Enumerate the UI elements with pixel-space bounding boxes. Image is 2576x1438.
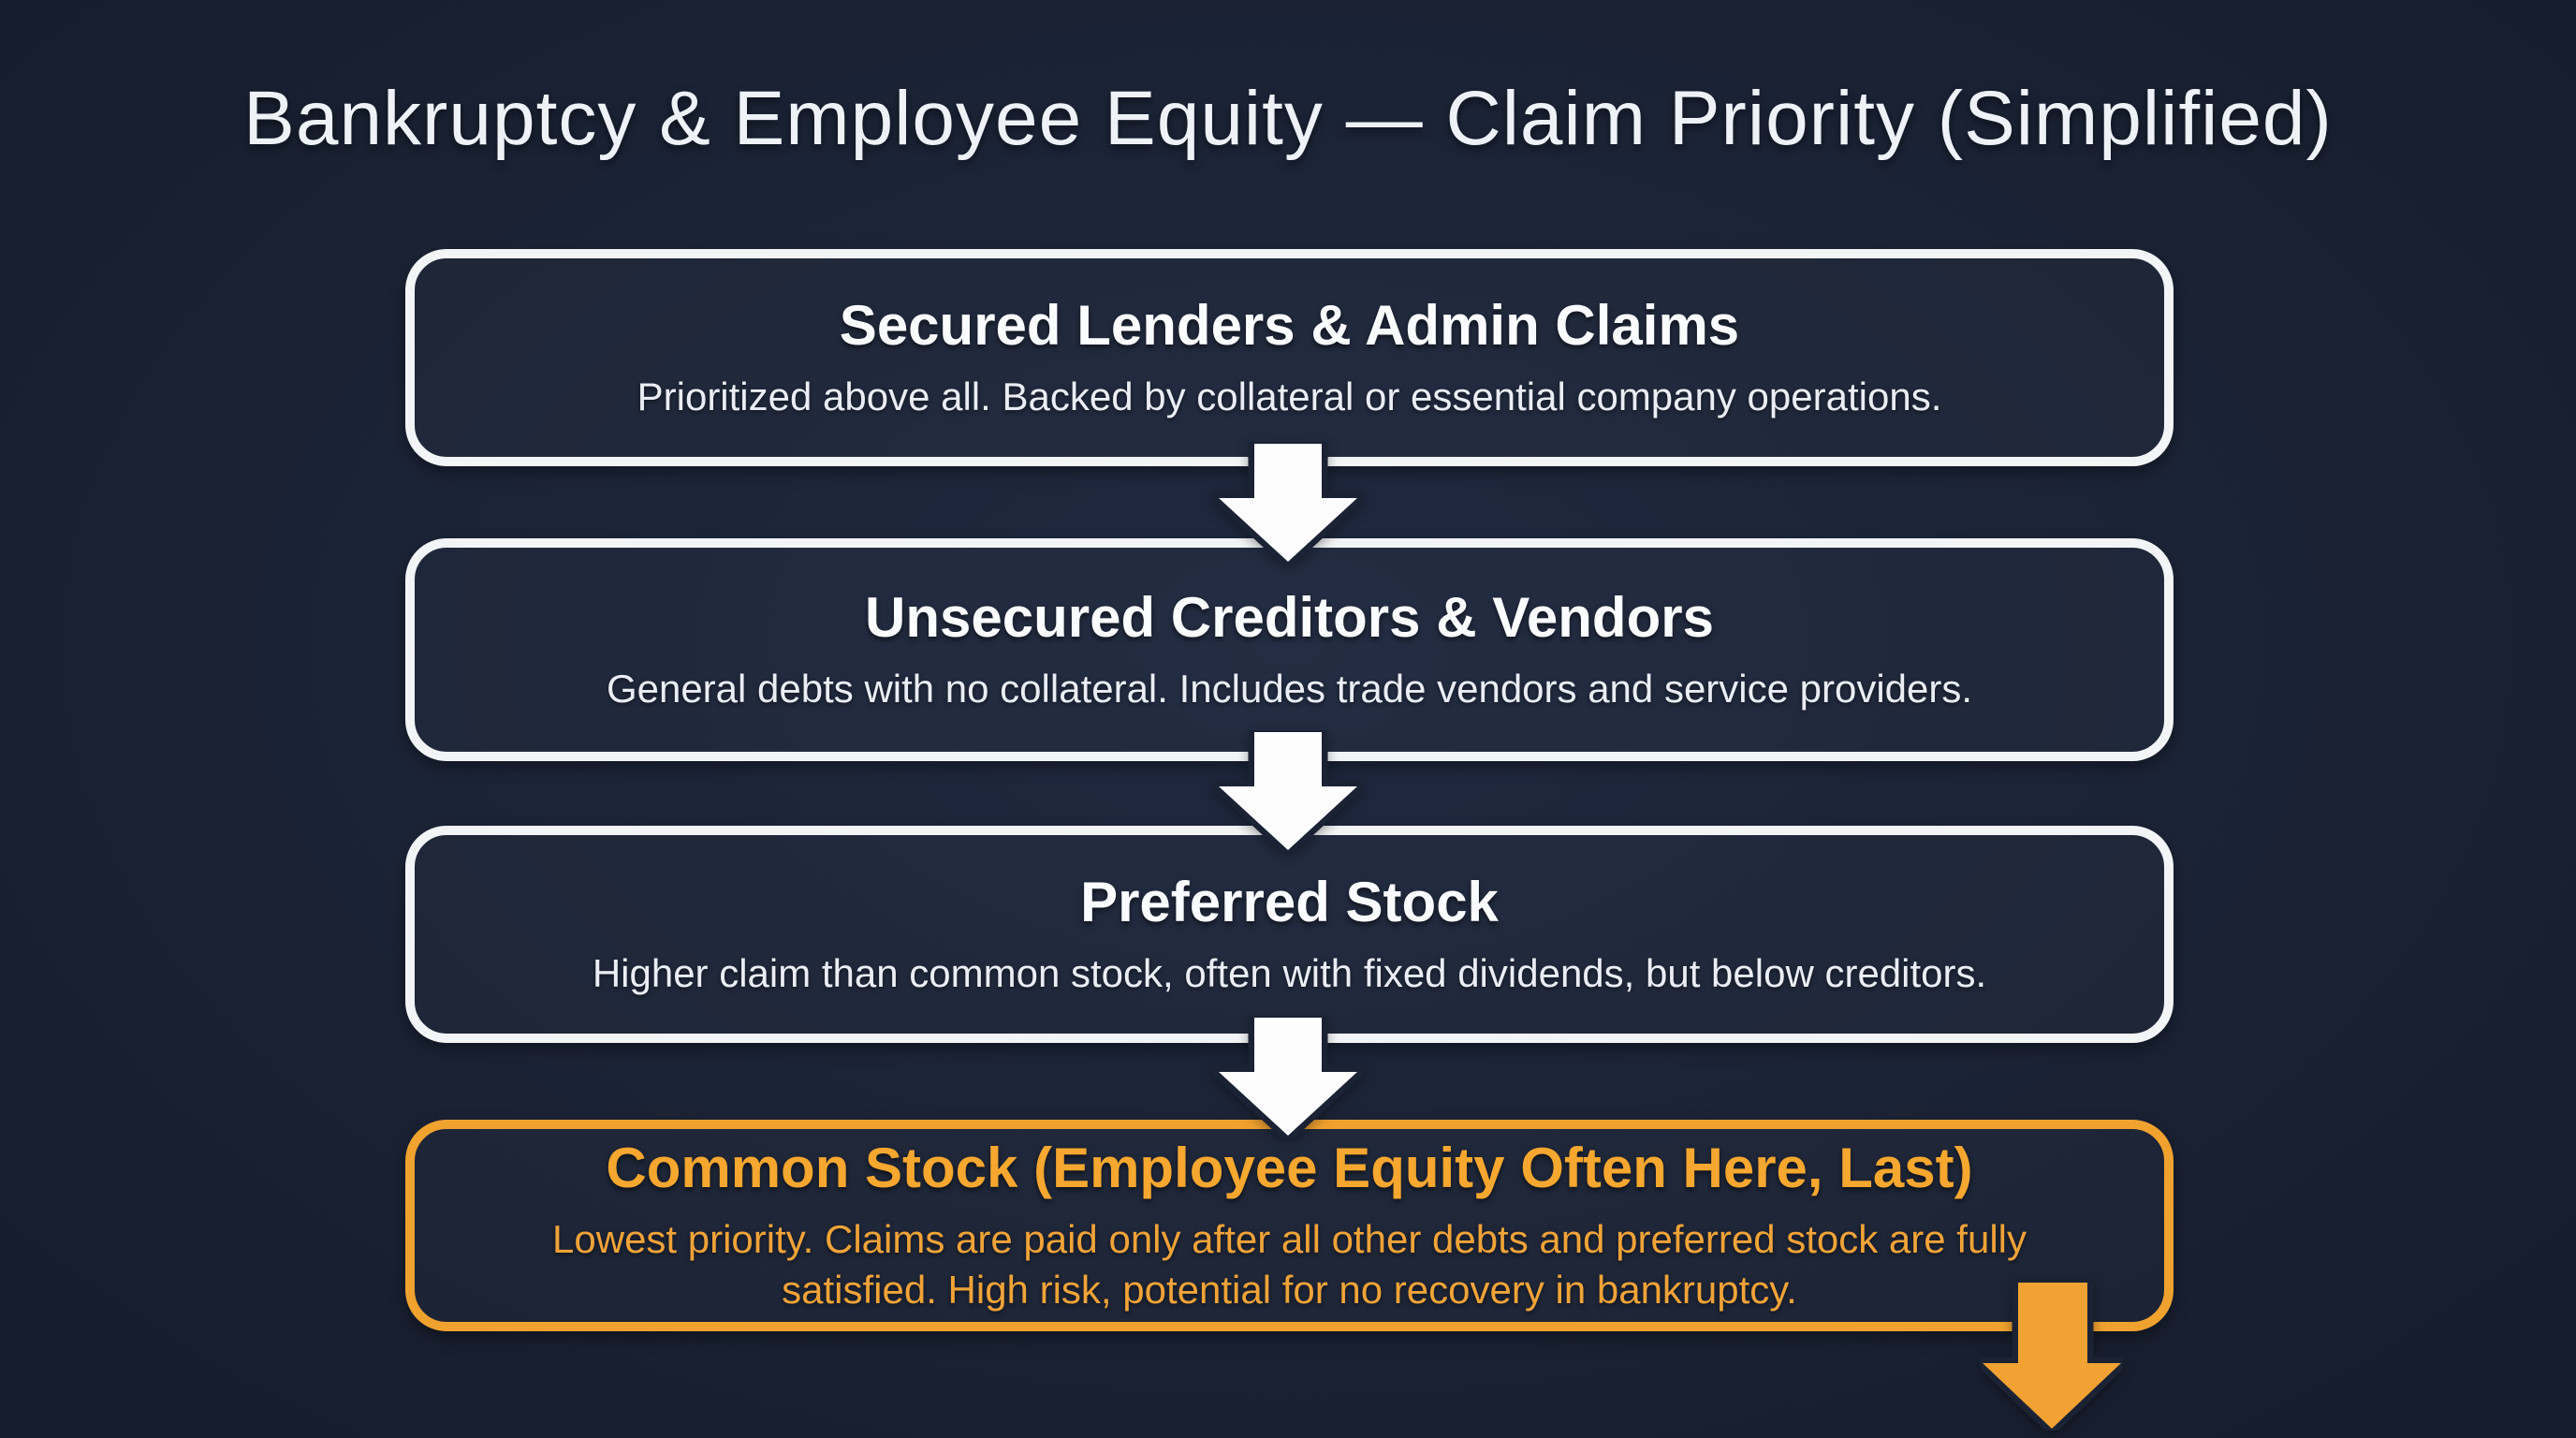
level-description: General debts with no collateral. Includ…	[606, 666, 1973, 711]
priority-box-secured-lenders: Secured Lenders & Admin Claims Prioritiz…	[405, 249, 2174, 466]
down-arrow-icon	[1213, 1016, 1363, 1137]
page-title: Bankruptcy & Employee Equity — Claim Pri…	[243, 76, 2333, 161]
level-heading: Preferred Stock	[1080, 870, 1499, 933]
level-heading: Secured Lenders & Admin Claims	[839, 293, 1740, 357]
level-description: Lowest priority. Claims are paid only af…	[552, 1216, 2027, 1312]
level-description: Higher claim than common stock, often wi…	[592, 950, 1987, 995]
down-arrow-icon	[1213, 730, 1363, 852]
down-arrow-icon	[1981, 1281, 2123, 1431]
down-arrow-icon	[1213, 442, 1363, 564]
priority-box-common-stock: Common Stock (Employee Equity Often Here…	[405, 1120, 2174, 1331]
priority-box-preferred-stock: Preferred Stock Higher claim than common…	[405, 826, 2174, 1043]
level-heading: Common Stock (Employee Equity Often Here…	[606, 1136, 1973, 1199]
level-heading: Unsecured Creditors & Vendors	[865, 585, 1714, 649]
priority-box-unsecured-creditors: Unsecured Creditors & Vendors General de…	[405, 538, 2174, 761]
level-description: Prioritized above all. Backed by collate…	[637, 374, 1942, 418]
